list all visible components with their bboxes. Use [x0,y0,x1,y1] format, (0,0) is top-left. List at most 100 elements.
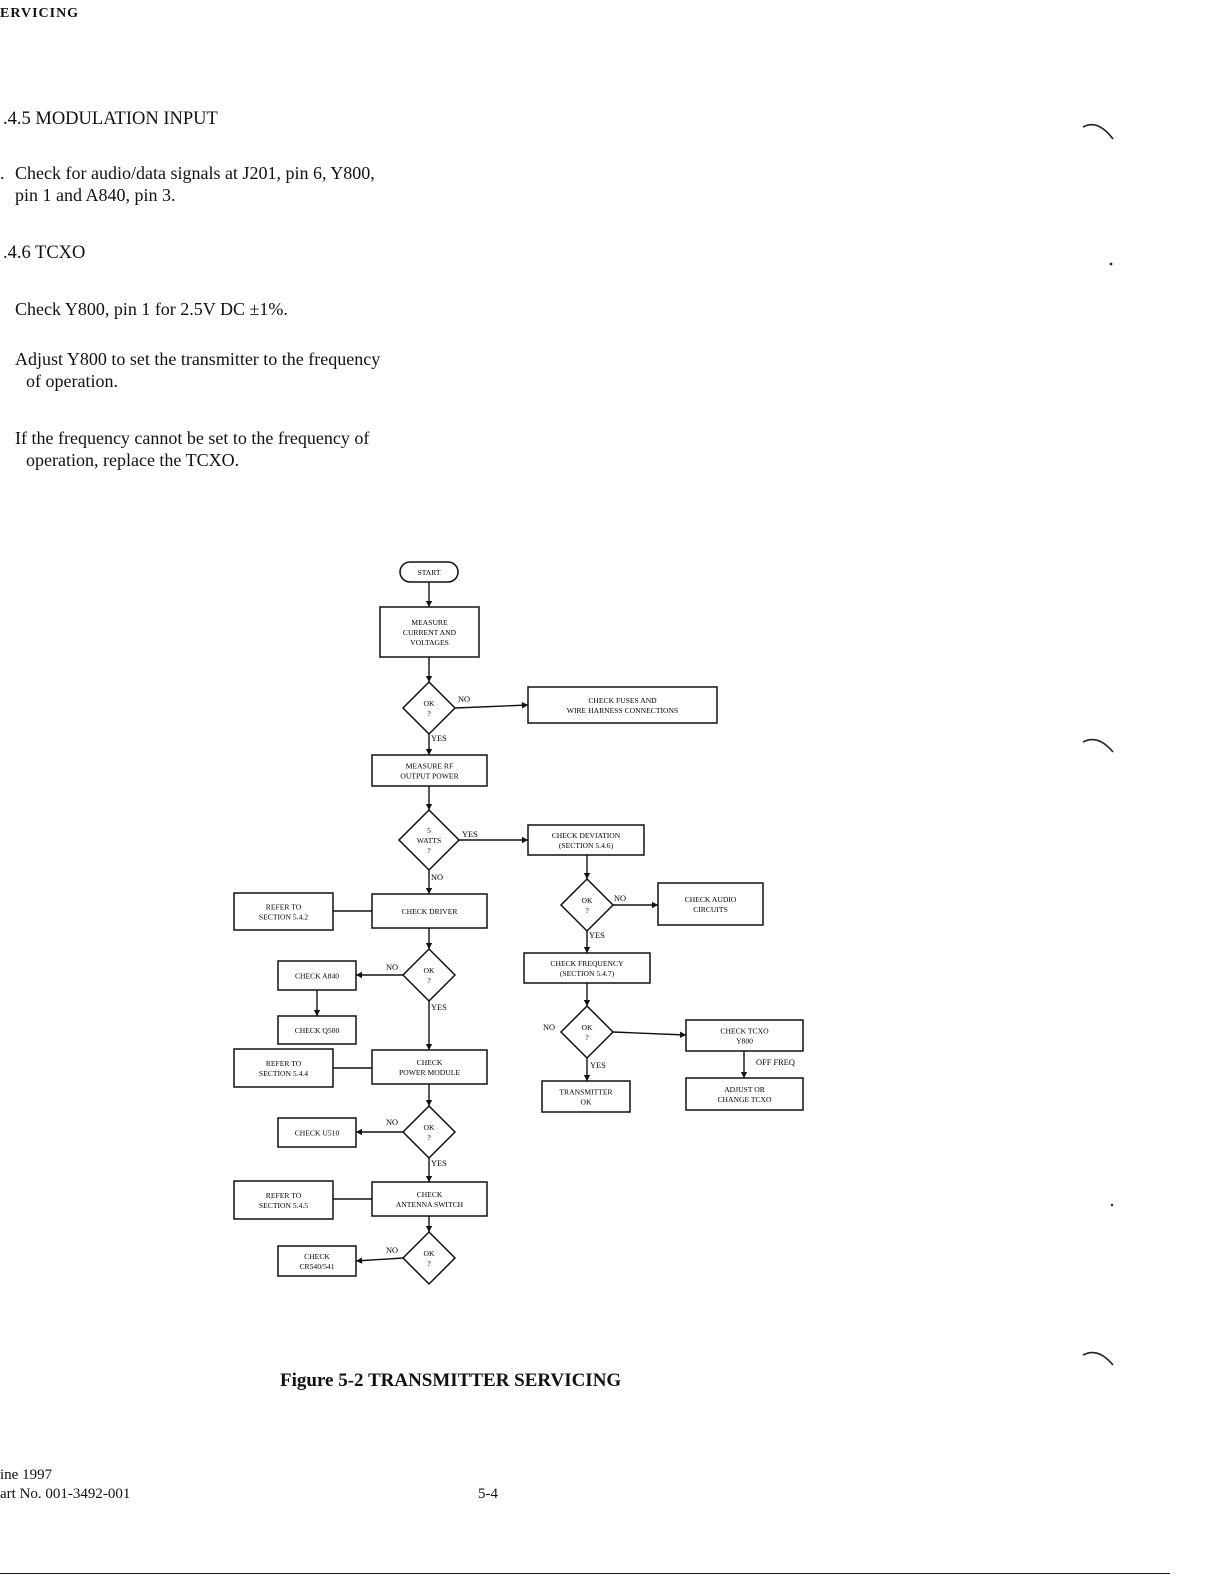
flowchart-node-d-ok-dev: OK? [559,877,615,933]
flowchart-node-text: REFER TO [266,1191,302,1200]
flowchart-connector [425,928,433,949]
flowchart-node-text: CHECK [417,1058,443,1067]
list-item-line: operation, replace the TCXO. [26,450,240,470]
flowchart-node-text: ? [427,709,431,718]
list-item-line: pin 1 and A840, pin 3. [15,185,176,205]
flowchart-node-text: CHECK U510 [295,1128,340,1137]
flowchart-edge-label-watts-no: NO [431,873,443,882]
flowchart-node-text: ? [585,906,589,915]
flowchart-node-text: WATTS [417,836,441,845]
flowchart-node-text: CHECK FREQUENCY [550,959,624,968]
flowchart-node-text: SECTION 5.4.2 [259,912,308,921]
list-item: If the frequency cannot be set to the fr… [0,427,470,471]
list-item-line: Check Y800, pin 1 for 2.5V DC ±1%. [15,299,288,319]
flowchart-node-d-ok-pm: OK? [401,1104,457,1160]
flowchart-connector [740,1051,748,1078]
margin-mark [1082,1351,1114,1366]
flowchart-node-start: START [399,561,459,583]
flowchart-node-text: CHECK [304,1252,330,1261]
flowchart-connector [425,1216,433,1232]
section-heading-tcxo: .4.6 TCXO [3,243,86,263]
flowchart-node-d-ok-freq: OK? [559,1004,615,1060]
list-item: Check Y800, pin 1 for 2.5V DC ±1%. [0,298,470,320]
margin-mark [1082,738,1114,753]
flowchart-connector [613,901,658,909]
list-item-line: Adjust Y800 to set the transmitter to th… [15,349,381,369]
flowchart-edge-label-ok1-no: NO [458,695,470,704]
flowchart-node-u510: CHECK U510 [277,1117,357,1148]
list-item-line: of operation. [26,371,118,391]
flowchart-connector [612,1031,687,1038]
flowchart-node-text: ? [427,976,431,985]
flowchart-connector [425,582,433,607]
flowchart-node-text: SECTION 5.4.4 [259,1069,308,1078]
flowchart-connector [356,971,403,979]
flowchart-edge-label-freq-yes: YES [590,1061,606,1070]
flowchart-node-deviation: CHECK DEVIATION(SECTION 5.4.6) [527,824,645,856]
flowchart-node-text: ? [585,1033,589,1042]
list-item: Adjust Y800 to set the transmitter to th… [0,348,470,392]
flowchart-node-text: SECTION 5.4.5 [259,1201,308,1210]
flowchart-connector [425,734,433,755]
flowchart-node-d-ok1: OK? [401,680,457,736]
list-item: . Check for audio/data signals at J201, … [0,162,470,206]
margin-dot [1110,1203,1114,1207]
flowchart-connector [583,855,591,879]
flowchart-node-text: OK [582,1023,593,1032]
flowchart-edge-label-ant-no: NO [386,1246,398,1255]
flowchart-connector [583,931,591,953]
flowchart-node-q500: CHECK Q500 [277,1015,357,1045]
flowchart-node-text: ? [427,1133,431,1142]
flowchart-node-text: CHECK A840 [295,971,339,980]
flowchart-node-a840: CHECK A840 [277,960,357,991]
flowchart-edge-label-dev-yes: YES [589,931,605,940]
flowchart-connector [313,990,321,1016]
flowchart-edges [313,582,748,1264]
flowchart-connector [583,983,591,1006]
flowchart-node-text: CIRCUITS [693,905,728,914]
flowchart-node-text: Y800 [736,1036,753,1045]
flowchart-node-text: OK [582,896,593,905]
flowchart-node-text: CHECK DEVIATION [552,831,621,840]
flowchart-node-text: CURRENT AND [403,628,457,637]
flowchart-node-text: OK [424,699,435,708]
list-bullet: . [0,163,5,183]
flowchart-node-text: OK [581,1097,592,1106]
flowchart-connector [459,836,528,844]
footer-part-number: art No. 001-3492-001 [0,1486,131,1502]
flowchart-connector [425,657,433,682]
flowchart-node-text: CR540/541 [299,1262,334,1271]
flowchart-edge-label-dev-no: NO [614,894,626,903]
list-item-line: Check for audio/data signals at J201, pi… [15,163,375,183]
flowchart-connector [425,1158,433,1182]
flowchart-node-text: VOLTAGES [410,638,449,647]
flowchart-connector [425,1001,433,1050]
flowchart-node-text: 5 [427,826,431,835]
flowchart-connector [355,1257,404,1264]
flowchart-node-text: MEASURE [411,618,448,627]
flowchart-connector [454,702,529,709]
margin-dot [1109,262,1113,266]
flowchart-node-text: OK [424,1249,435,1258]
flowchart-node-text: ? [427,1259,431,1268]
flowchart-edge-label-ok1-yes: YES [431,734,447,743]
flowchart-edge-label-drv-no: NO [386,963,398,972]
margin-mark [1082,123,1114,140]
flowchart-node-text: CHECK FUSES AND [588,696,657,705]
flowchart-node-text: CHANGE TCXO [717,1095,772,1104]
flowchart-node-text: POWER MODULE [399,1068,460,1077]
flowchart-node-text: CHECK Q500 [295,1026,340,1035]
flowchart-connector [425,786,433,810]
flowchart-node-text: START [418,568,441,577]
flowchart-node-text: (SECTION 5.4.7) [560,969,615,978]
list-item-line: If the frequency cannot be set to the fr… [15,428,370,448]
